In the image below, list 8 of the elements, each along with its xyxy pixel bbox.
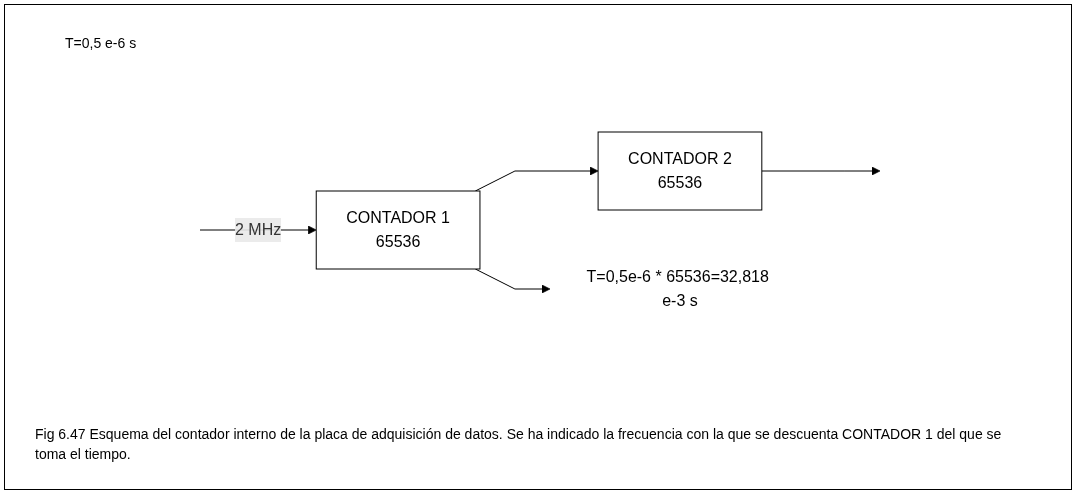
arrow — [761, 166, 881, 176]
figure-caption: Fig 6.47 Esquema del contador interno de la placa de adquisición de datos. Se ha indicado la frecuencia con la que se descuenta CONTADOR 1 del que se toma el tiempo. — [35, 425, 1003, 464]
node-box: CONTADOR 1 65536 — [315, 190, 481, 270]
signal-period-label: T=0,5 e-6 s — [65, 35, 137, 51]
node-text: T=0,5e-6 * 65536=32,818 e-3 s — [586, 268, 769, 309]
node-box: CONTADOR 2 65536 — [597, 131, 763, 211]
arrow — [474, 166, 599, 192]
edge-label: 2 MHz — [235, 221, 282, 238]
